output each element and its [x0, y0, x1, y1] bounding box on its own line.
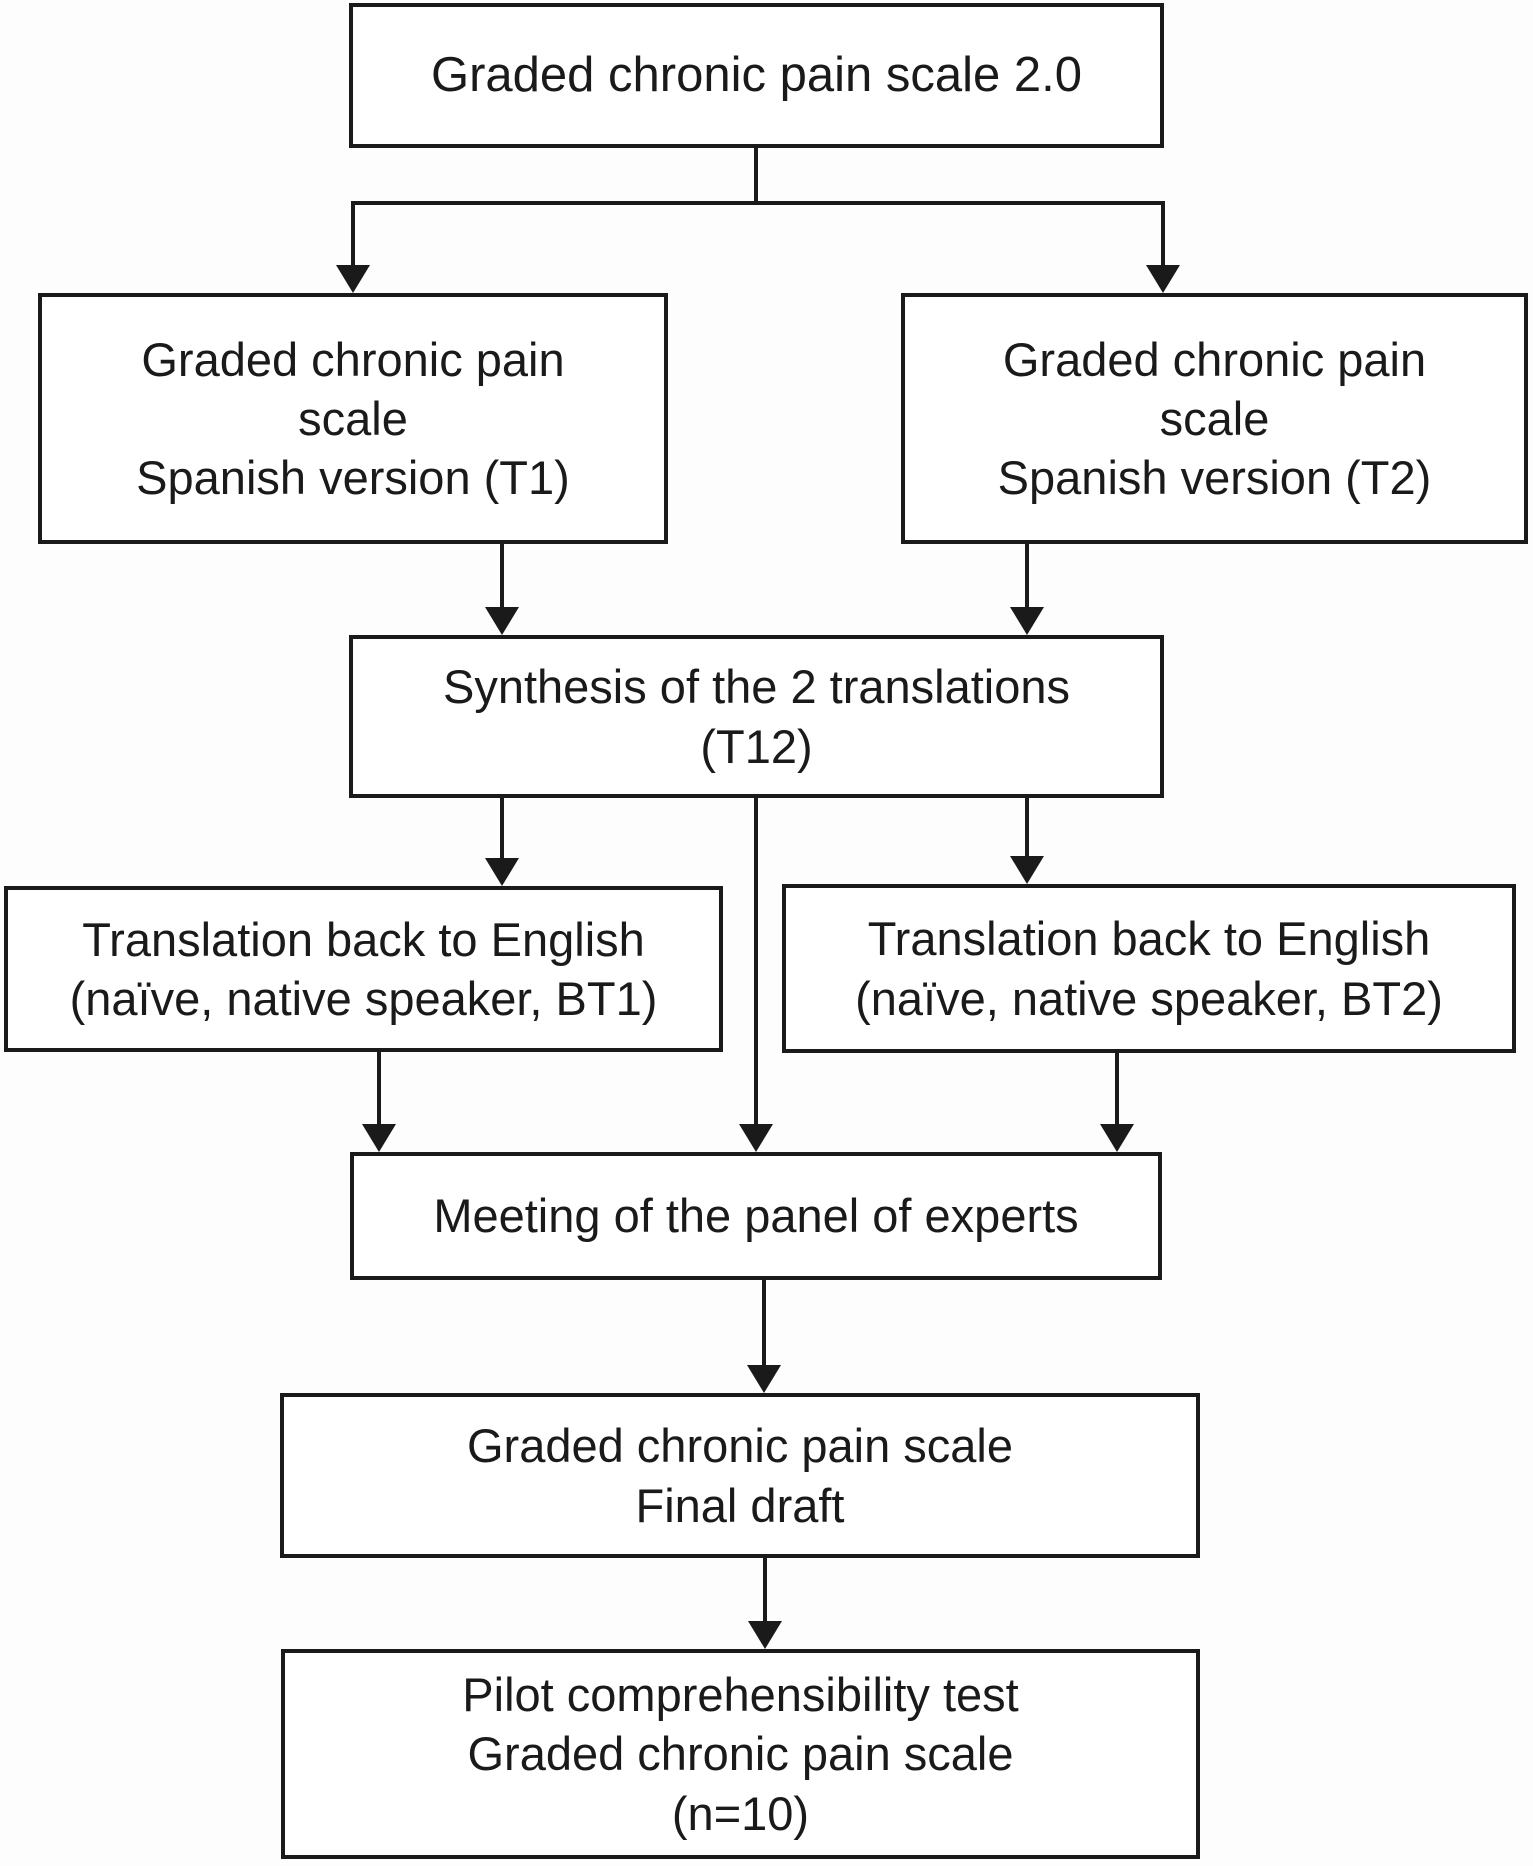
- node-text-line: Graded chronic pain: [1002, 332, 1427, 386]
- connector-t2-to-synthesis: [1025, 544, 1029, 607]
- connector-meeting-to-final-draft: [762, 1280, 766, 1365]
- node-text-line: Translation back to English: [867, 912, 1431, 966]
- arrowhead-t1-to-synthesis: [485, 607, 519, 635]
- node-text-line: scale: [1159, 391, 1270, 445]
- node-spanish-version-t2: Graded chronic pain scale Spanish versio…: [901, 293, 1528, 544]
- connector-bt2-to-meeting: [1115, 1053, 1119, 1124]
- arrowhead-synthesis-to-meeting: [739, 1124, 773, 1152]
- node-text-line: Pilot comprehensibility test: [462, 1668, 1019, 1722]
- connector-synthesis-to-meeting: [754, 798, 758, 1124]
- node-text-line: Spanish version (T2): [997, 451, 1432, 505]
- connector-top-stem: [754, 146, 758, 205]
- node-back-translation-bt2: Translation back to English (naïve, nati…: [782, 884, 1516, 1053]
- arrowhead-to-t1: [336, 265, 370, 293]
- connector-top-branch-bar: [351, 201, 1165, 205]
- node-text-line: (T12): [700, 719, 813, 773]
- node-graded-chronic-pain-scale-2-0: Graded chronic pain scale 2.0: [349, 3, 1164, 148]
- node-panel-of-experts-meeting: Meeting of the panel of experts: [350, 1152, 1162, 1280]
- connector-synthesis-to-bt1: [500, 798, 504, 858]
- arrowhead-t2-to-synthesis: [1010, 607, 1044, 635]
- connector-t1-to-synthesis: [500, 544, 504, 607]
- node-text-line: Translation back to English: [82, 912, 645, 966]
- node-text-line: Graded chronic pain scale: [467, 1727, 1014, 1781]
- connector-branch-to-t1: [351, 201, 355, 265]
- arrowhead-final-draft-to-pilot: [748, 1621, 782, 1649]
- node-text-line: Graded chronic pain: [141, 332, 565, 386]
- arrowhead-bt1-to-meeting: [362, 1124, 396, 1152]
- node-pilot-comprehensibility-test: Pilot comprehensibility test Graded chro…: [281, 1649, 1200, 1859]
- connector-bt1-to-meeting: [377, 1052, 381, 1124]
- arrowhead-bt2-to-meeting: [1100, 1124, 1134, 1152]
- node-text-line: Graded chronic pain scale: [466, 1419, 1014, 1473]
- connector-final-draft-to-pilot: [763, 1558, 767, 1621]
- connector-synthesis-to-bt2: [1025, 798, 1029, 856]
- node-final-draft: Graded chronic pain scale Final draft: [280, 1393, 1200, 1558]
- arrowhead-to-t2: [1146, 265, 1180, 293]
- node-back-translation-bt1: Translation back to English (naïve, nati…: [4, 886, 723, 1052]
- node-text-line: (naïve, native speaker, BT1): [69, 972, 658, 1025]
- node-synthesis-t12: Synthesis of the 2 translations (T12): [349, 635, 1164, 798]
- arrowhead-meeting-to-final-draft: [747, 1365, 781, 1393]
- node-spanish-version-t1: Graded chronic pain scale Spanish versio…: [38, 293, 668, 544]
- node-text-line: (n=10): [671, 1786, 810, 1840]
- node-text-line: Graded chronic pain scale 2.0: [431, 47, 1082, 102]
- node-text-line: Spanish version (T1): [136, 451, 570, 505]
- node-text-line: (naïve, native speaker, BT2): [855, 971, 1443, 1025]
- node-text-line: Final draft: [635, 1478, 845, 1532]
- node-text-line: Synthesis of the 2 translations: [442, 660, 1071, 714]
- arrowhead-synthesis-to-bt1: [485, 858, 519, 886]
- arrowhead-synthesis-to-bt2: [1010, 856, 1044, 884]
- connector-branch-to-t2: [1161, 201, 1165, 265]
- node-text-line: Meeting of the panel of experts: [433, 1189, 1079, 1243]
- node-text-line: scale: [298, 391, 408, 445]
